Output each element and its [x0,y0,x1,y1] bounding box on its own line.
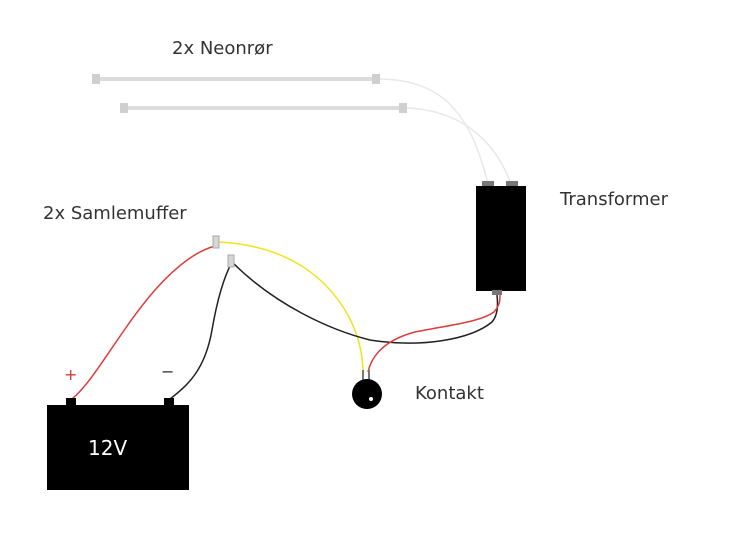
battery [47,398,189,490]
battery-terminal-minus [164,398,174,406]
battery-body [47,405,189,490]
neon-tube-top-end-right [372,74,380,84]
wires [71,241,501,400]
connector-2 [227,254,235,268]
wire-red-switch-transformer [367,294,501,373]
neon-tubes-label: 2x Neonrør [172,38,273,59]
battery-minus-label: − [161,362,175,381]
switch-body [352,379,382,409]
transformer-terminal-left [482,181,494,187]
connectors [212,235,235,268]
battery-plus-label: + [64,365,78,384]
transformer-body [476,186,526,291]
switch-label: Kontakt [415,383,484,404]
transformer [476,181,526,295]
battery-terminal-plus [66,398,76,406]
transformer-terminal-bottom [492,290,502,295]
wire-yellow-connector-switch [217,241,364,371]
neon-tubes [92,74,407,113]
switch-dot [369,397,373,401]
neon-wires [379,78,512,185]
transformer-label: Transformer [560,189,669,210]
neon-tube-bottom-end-right [399,103,407,113]
wire-black-connector-transformer [231,261,499,344]
switch [352,370,382,409]
connector-1 [212,235,220,249]
wire-black-battery-connector [169,261,233,400]
connectors-label: 2x Samlemuffer [43,203,187,224]
neon-tube-top-end-left [92,74,100,84]
neon-wire-bottom [406,107,512,185]
neon-tube-bottom-end-left [120,103,128,113]
neon-wire-top [379,78,489,185]
transformer-terminal-right [506,181,518,187]
wire-red-battery-connector [71,245,216,400]
battery-label: 12V [88,436,128,460]
